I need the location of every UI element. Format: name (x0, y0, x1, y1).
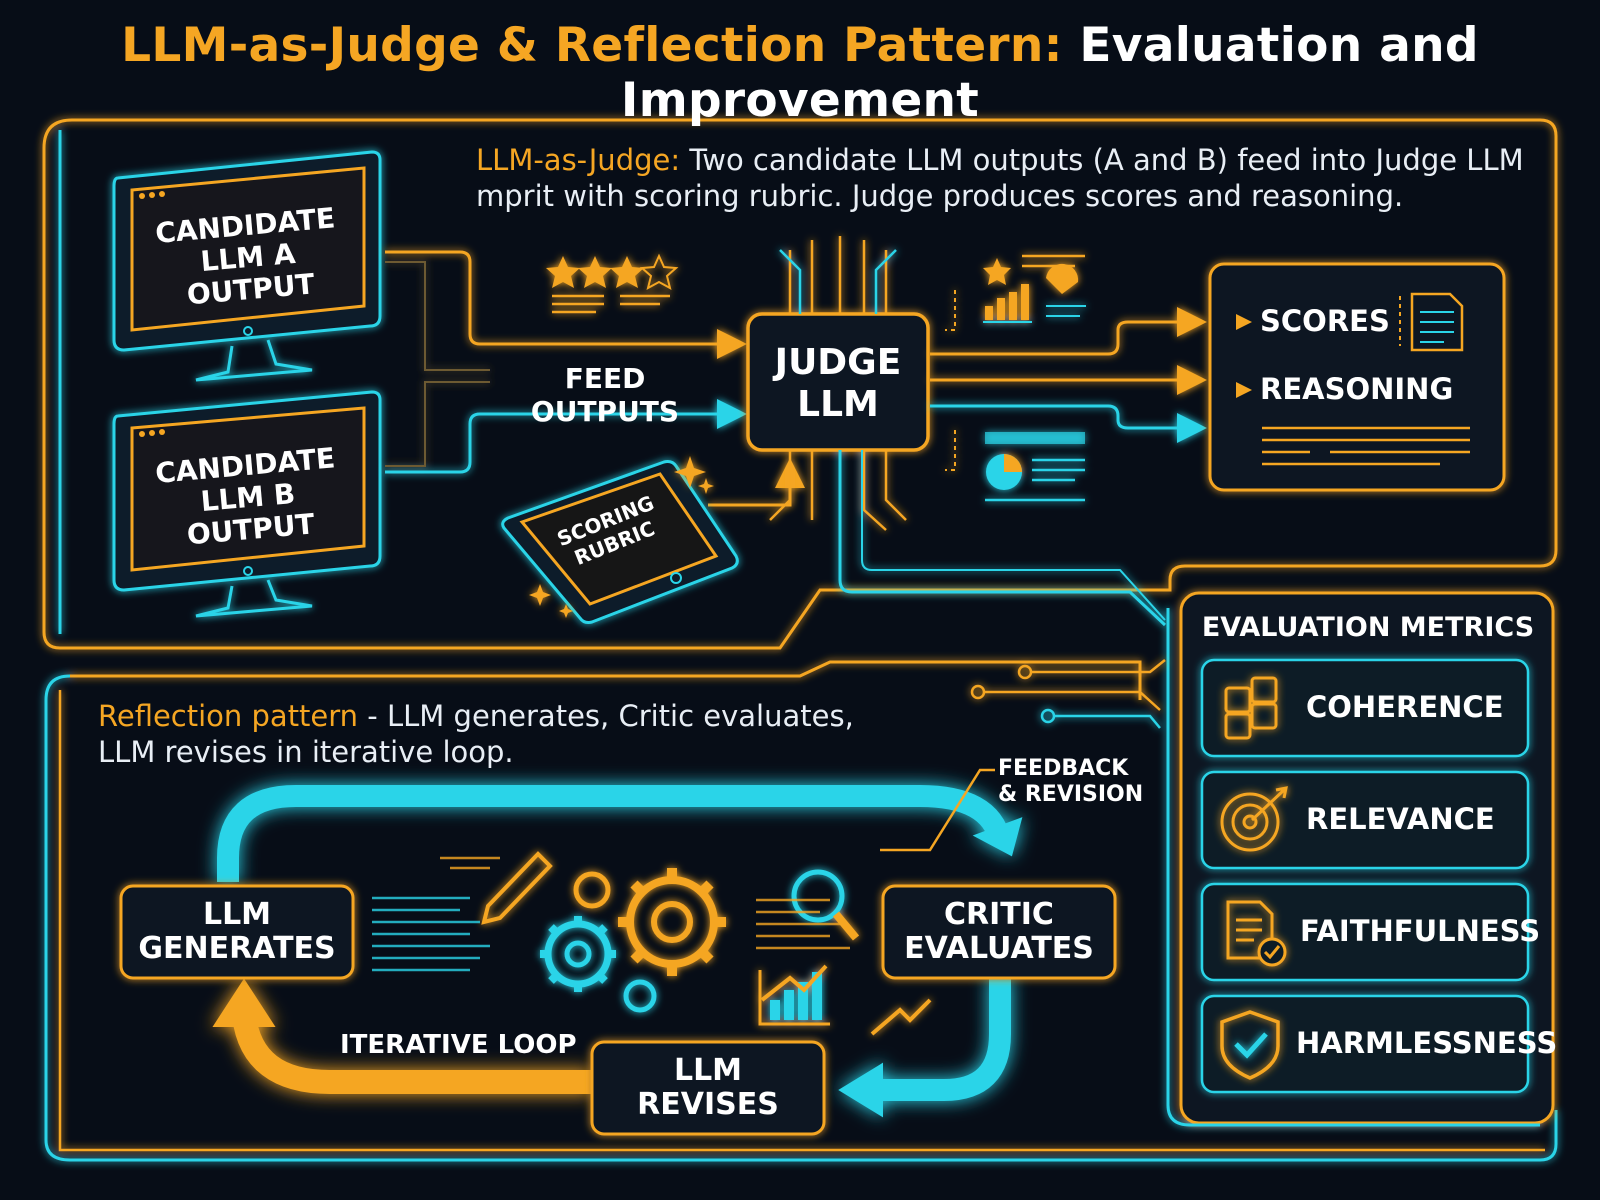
loop-boxes (119, 884, 1117, 1136)
judge-output-arrows (930, 307, 1207, 443)
critic-evaluates-label: CRITIC EVALUATES (883, 898, 1115, 966)
judge-box (746, 236, 1167, 627)
candidate-b-monitor (112, 390, 382, 618)
pen-icon (481, 851, 553, 925)
llm-generates-label: LLM GENERATES (121, 898, 353, 966)
bar-chart-icon (945, 254, 1086, 331)
feedback-leader-line (880, 768, 995, 852)
feedback-line2: & REVISION (998, 782, 1144, 807)
growth-chart-icon (758, 964, 932, 1036)
gears-icon (540, 868, 726, 1013)
pie-chart-icon (945, 430, 1085, 502)
feedback-line1: FEEDBACK (998, 756, 1129, 781)
metric-relevance: RELEVANCE (1306, 802, 1495, 836)
puzzle-icon (1224, 676, 1278, 740)
reflection-loop-arrows (212, 785, 1023, 1118)
iterative-loop-label: ITERATIVE LOOP (340, 1030, 577, 1060)
judge-description-line1: Two candidate LLM outputs (A and B) feed… (689, 143, 1524, 177)
reflection-description-line1: - LLM generates, Critic evaluates, (367, 699, 854, 733)
llm-revises-line1: LLM (673, 1053, 743, 1088)
rubric-tablet (501, 460, 739, 624)
llm-revises-line2: REVISES (637, 1087, 779, 1122)
judge-label: JUDGE LLM (748, 342, 928, 426)
shield-check-icon (1220, 1010, 1280, 1080)
judge-section-frame (42, 118, 1558, 650)
judge-line2: LLM (797, 384, 879, 425)
judge-description-line2: mprit with scoring rubric. Judge produce… (476, 179, 1404, 213)
critic-evaluates-line1: CRITIC (944, 897, 1054, 932)
judge-description: LLM-as-Judge: Two candidate LLM outputs … (476, 142, 1536, 214)
circuit-lines (970, 659, 1166, 729)
page-title: LLM-as-Judge & Reflection Pattern: Evalu… (0, 18, 1600, 128)
reflection-description-line2: LLM revises in iterative loop. (98, 735, 514, 769)
results-box (1208, 262, 1506, 492)
reflection-section-frame (44, 660, 1558, 1162)
metric-harmlessness: HARMLESSNESS (1296, 1026, 1558, 1060)
magnifier-icon (791, 869, 860, 941)
metric-faithfulness: FAITHFULNESS (1300, 914, 1541, 948)
judge-line1: JUDGE (774, 342, 902, 383)
sparkle-icon (529, 456, 714, 618)
llm-revises-label: LLM REVISES (592, 1054, 824, 1122)
reflection-description-highlight: Reflection pattern (98, 699, 359, 733)
feed-outputs-label: FEED OUTPUTS (530, 362, 680, 428)
data-streams (372, 856, 850, 972)
critic-evaluates-line2: EVALUATES (904, 931, 1094, 966)
document-check-icon (1226, 900, 1287, 967)
llm-generates-line2: GENERATES (138, 931, 336, 966)
judge-description-highlight: LLM-as-Judge: (476, 143, 681, 177)
llm-generates-line1: LLM (202, 897, 272, 932)
target-icon (1220, 786, 1288, 852)
metric-coherence: COHERENCE (1306, 690, 1504, 724)
metrics-heading: EVALUATION METRICS (1201, 612, 1535, 643)
title-highlight: LLM-as-Judge & Reflection Pattern: (121, 18, 1063, 73)
reflection-description: Reflection pattern - LLM generates, Crit… (98, 698, 998, 770)
feedback-revision-label: FEEDBACK & REVISION (998, 756, 1143, 808)
reasoning-label: REASONING (1260, 372, 1454, 406)
candidate-a-monitor (112, 150, 382, 382)
candidate-b-label: CANDIDATE LLM B OUTPUT (128, 440, 367, 556)
candidate-a-label: CANDIDATE LLM A OUTPUT (128, 200, 367, 316)
rating-stars-icon (546, 253, 679, 314)
scores-label: SCORES (1260, 304, 1390, 338)
title-rest: Evaluation and Improvement (620, 18, 1479, 128)
